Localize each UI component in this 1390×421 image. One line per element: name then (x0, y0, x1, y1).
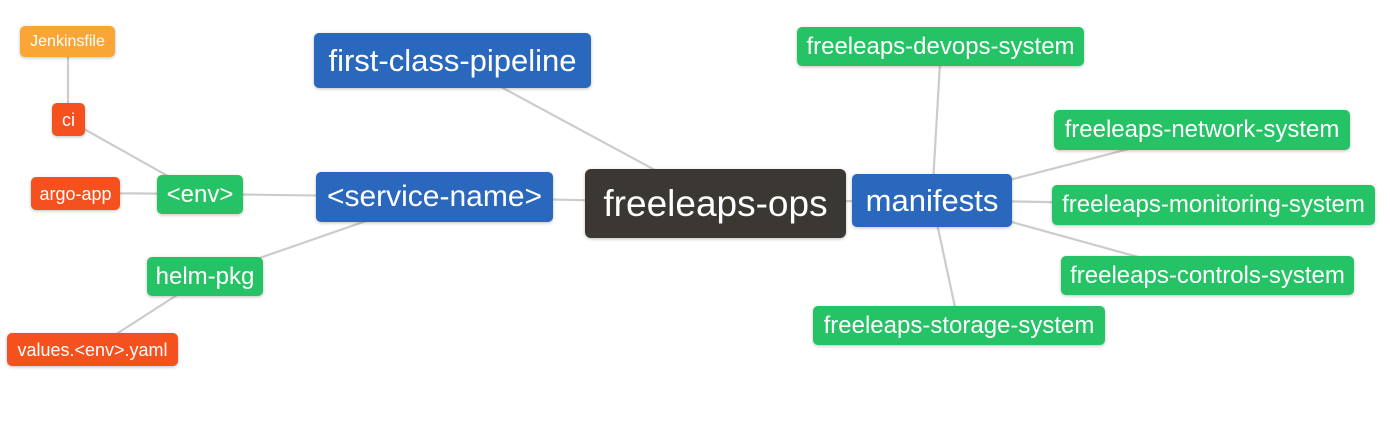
node-freeleaps-devops-system[interactable]: freeleaps-devops-system (797, 27, 1084, 66)
node-argo-app[interactable]: argo-app (31, 177, 120, 210)
node-env[interactable]: <env> (157, 175, 243, 214)
node-freeleaps-ops-root[interactable]: freeleaps-ops (585, 169, 846, 238)
node-first-class-pipeline[interactable]: first-class-pipeline (314, 33, 591, 88)
node-freeleaps-controls-system[interactable]: freeleaps-controls-system (1061, 256, 1354, 295)
node-ci[interactable]: ci (52, 103, 85, 136)
node-values-env-yaml[interactable]: values.<env>.yaml (7, 333, 178, 366)
node-service-name[interactable]: <service-name> (316, 172, 553, 222)
node-freeleaps-network-system[interactable]: freeleaps-network-system (1054, 110, 1350, 150)
node-freeleaps-monitoring-system[interactable]: freeleaps-monitoring-system (1052, 185, 1375, 225)
node-freeleaps-storage-system[interactable]: freeleaps-storage-system (813, 306, 1105, 345)
node-manifests[interactable]: manifests (852, 174, 1012, 227)
node-helm-pkg[interactable]: helm-pkg (147, 257, 263, 296)
node-jenkinsfile[interactable]: Jenkinsfile (20, 26, 115, 57)
